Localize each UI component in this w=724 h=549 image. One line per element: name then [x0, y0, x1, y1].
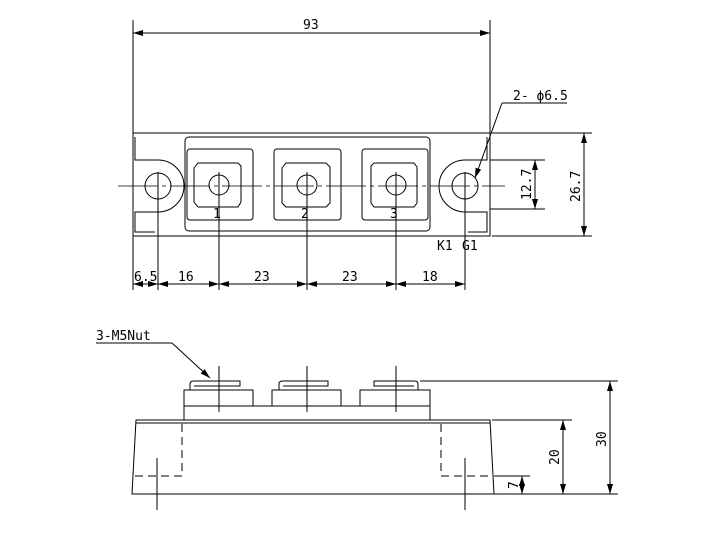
module-body [132, 132, 491, 237]
dim-23-a: 23 [254, 270, 270, 285]
dim-30: 30 [595, 431, 610, 447]
side-view: 3-M5Nut 30 20 7 [96, 329, 618, 510]
m5-nut [373, 380, 419, 390]
dim-23-b: 23 [342, 270, 358, 285]
terminal-label: 1 [213, 207, 221, 222]
leader-line [474, 102, 503, 179]
right-mount-slot [438, 137, 488, 233]
terminal-label: 2 [301, 207, 309, 222]
gate-label-g1: G1 [462, 239, 478, 254]
dim-26-7: 26.7 [569, 171, 584, 202]
m5-nut [278, 380, 329, 390]
nut-note: 3-M5Nut [96, 329, 151, 344]
hole-note: 2- ϕ6.5 [513, 89, 568, 104]
terminal-label: 3 [390, 207, 398, 222]
hidden-hole-left [134, 424, 183, 477]
base-body [131, 419, 495, 495]
dim-18: 18 [422, 270, 438, 285]
dim-16: 16 [178, 270, 194, 285]
m5-nut [189, 380, 241, 390]
dim-20: 20 [548, 449, 563, 465]
gate-label-k1: K1 [437, 239, 453, 254]
dim-6-5: 6.5 [134, 270, 157, 285]
left-mount-slot [134, 137, 185, 233]
dim-overall-width: 93 [303, 18, 319, 33]
top-view: 93 1 2 3 K1 G1 6.5 16 23 23 18 2- ϕ [118, 18, 592, 290]
dim-7: 7 [507, 481, 522, 489]
leader-line [171, 342, 211, 379]
dim-12-7: 12.7 [520, 169, 535, 200]
hidden-hole-right [440, 424, 492, 477]
